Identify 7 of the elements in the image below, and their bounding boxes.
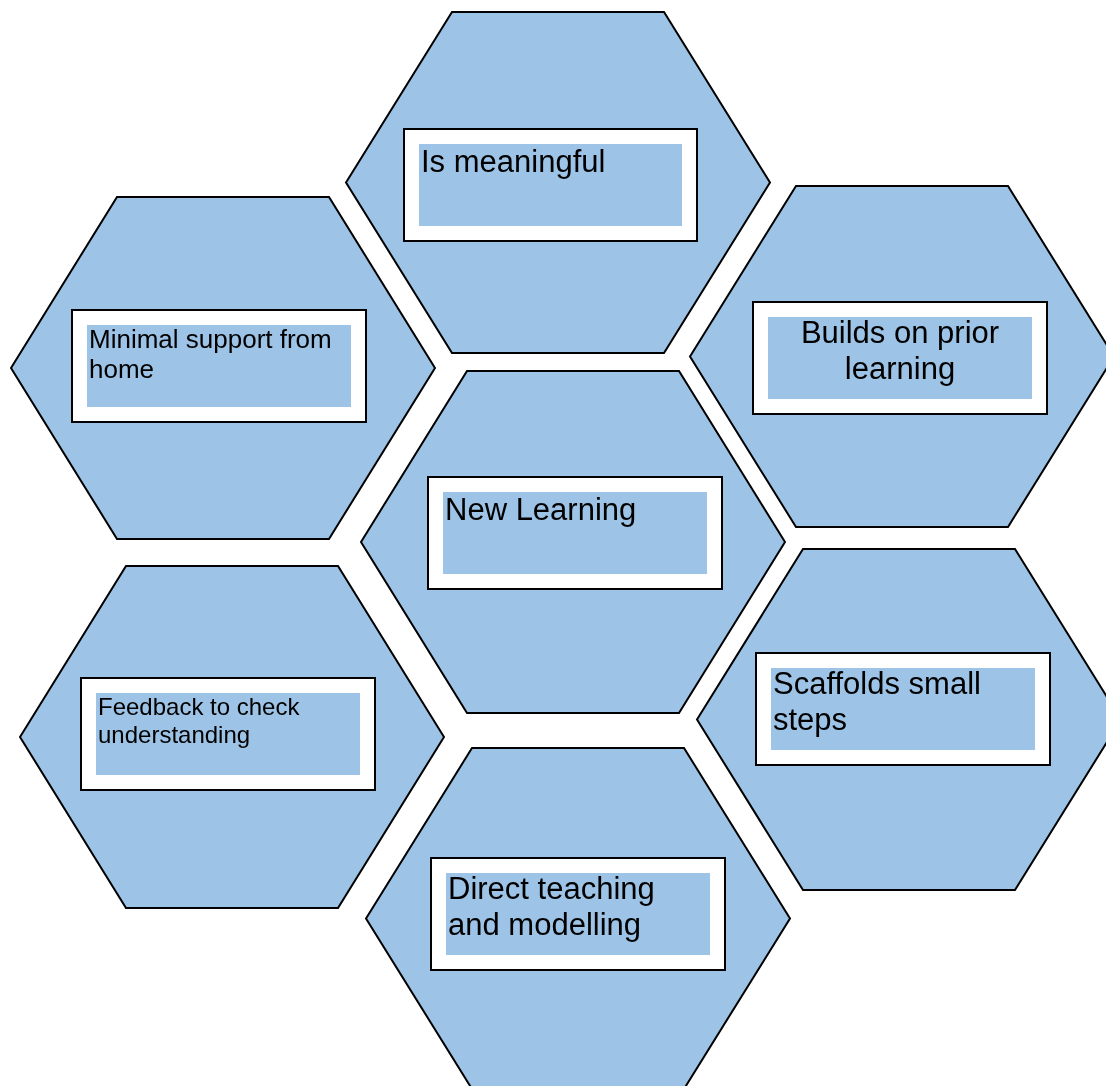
label-box: Scaffolds small steps <box>755 652 1051 766</box>
label-box: Direct teaching and modelling <box>430 857 726 971</box>
label-box: Builds on prior learning <box>752 301 1048 415</box>
label-box: New Learning <box>427 476 723 590</box>
label-box: Feedback to check understanding <box>80 677 376 791</box>
label-box: Minimal support from home <box>71 309 367 423</box>
label-box: Is meaningful <box>403 128 698 242</box>
